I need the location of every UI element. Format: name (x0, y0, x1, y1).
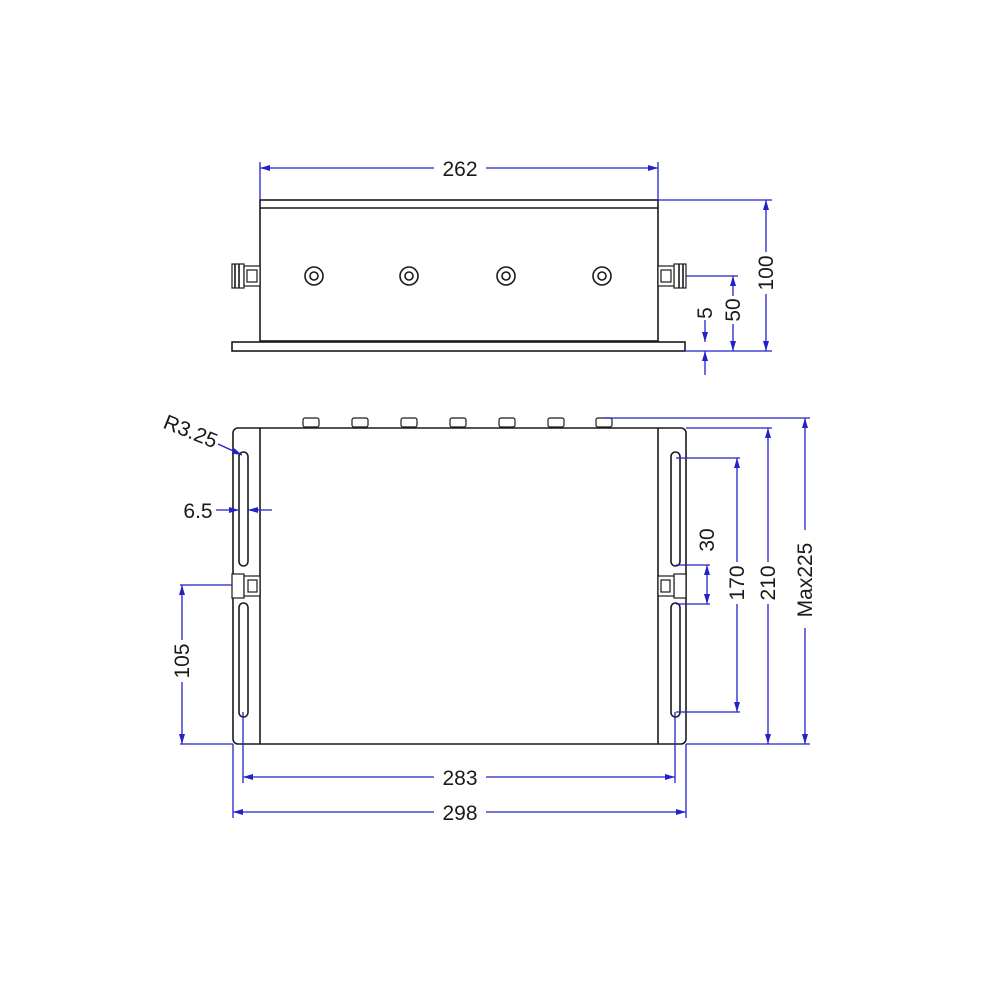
dimension-298: 298 (232, 744, 687, 825)
mounting-flange (232, 427, 687, 745)
dim-label: 210 (757, 565, 780, 600)
dimension-max225: Max225 (604, 417, 817, 744)
dimension-r325: R3.25 (160, 411, 243, 456)
dim-label: 50 (722, 298, 745, 321)
slot (238, 602, 249, 718)
dimension-105: 105 (171, 584, 233, 745)
right-side-connector-icon (657, 573, 687, 599)
dim-label: 6.5 (183, 500, 212, 523)
top-screw-icons (302, 417, 613, 428)
mounting-slots (238, 451, 681, 718)
tuning-screw-icon (592, 266, 612, 286)
filter-body (259, 199, 659, 342)
right-connector-icon (657, 263, 687, 289)
dimension-210: 210 (686, 427, 810, 745)
plan-view: R3.25 6.5 105 30 170 (160, 411, 817, 825)
dim-label: 262 (442, 158, 477, 181)
dim-label: 298 (442, 802, 477, 825)
dimension-170: 170 (676, 457, 749, 713)
dim-label: 105 (171, 643, 194, 678)
left-connector-icon (231, 263, 261, 289)
dimension-262: 262 (259, 156, 659, 200)
tuning-screw-icon (399, 266, 419, 286)
dim-label: 283 (442, 767, 477, 790)
dim-label: 30 (696, 528, 719, 551)
dim-label: 5 (694, 307, 717, 319)
dim-label: R3.25 (160, 411, 221, 453)
tuning-screw-icon (304, 266, 324, 286)
slot (670, 602, 681, 718)
dimension-5: 5 (694, 307, 717, 375)
base-plate (231, 341, 686, 352)
left-side-connector-icon (231, 573, 261, 599)
dimension-6-5: 6.5 (183, 500, 272, 523)
tuning-screw-icon (496, 266, 516, 286)
front-view: 262 100 50 5 (231, 156, 778, 375)
slot (670, 451, 681, 567)
slot (238, 451, 249, 567)
dim-label: 170 (726, 565, 749, 600)
dim-label: 100 (755, 255, 778, 290)
dimension-100: 100 (658, 199, 778, 352)
dimension-50: 50 (686, 275, 745, 351)
dim-label: Max225 (794, 543, 817, 618)
dimension-30: 30 (676, 528, 719, 605)
dimension-283: 283 (242, 712, 676, 790)
tuning-screw-icons (304, 266, 612, 286)
